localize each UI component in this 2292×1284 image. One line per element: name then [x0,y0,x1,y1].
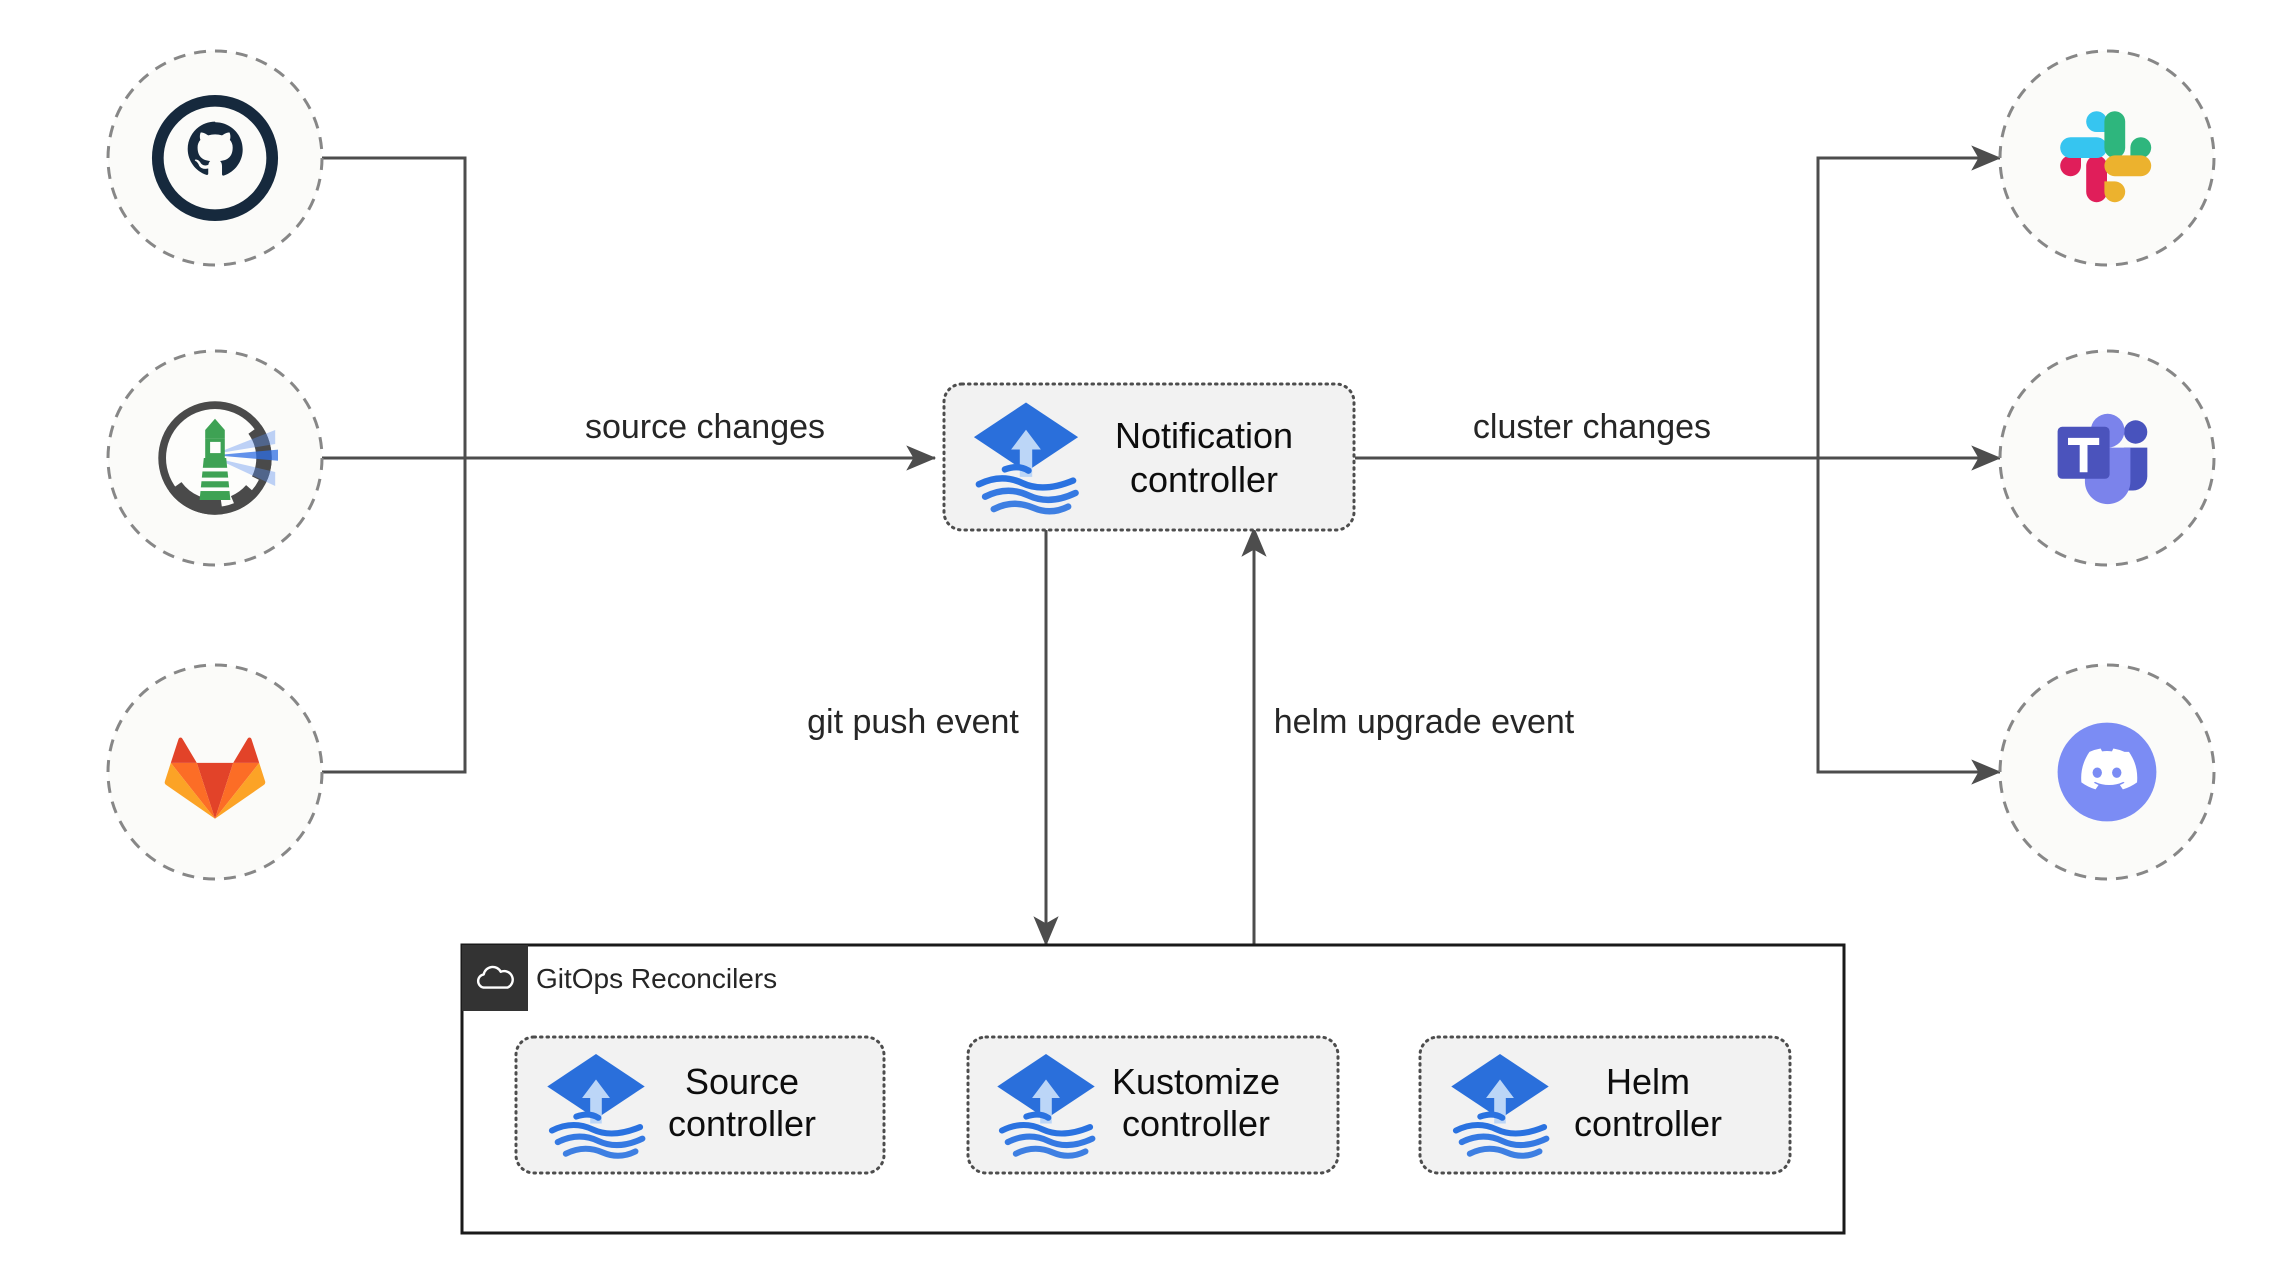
edge-to-discord [1816,458,2002,785]
source-controller-label-line2: controller [668,1103,816,1144]
helm-controller-label-line2: controller [1574,1103,1722,1144]
destination-node-teams[interactable] [1998,349,2216,567]
edge-label-cluster-changes: cluster changes [1473,408,1711,446]
notification-controller-node[interactable]: Notification controller [942,382,1356,532]
edge-to-slack [1816,145,2002,458]
kustomize-controller-node[interactable]: Kustomize controller [966,1035,1340,1175]
destination-node-slack[interactable] [1998,49,2216,267]
kustomize-controller-label-line1: Kustomize [1112,1061,1280,1102]
destination-node-discord[interactable] [1998,663,2216,881]
edge-gitlab-trunk [322,458,467,774]
helm-controller-node[interactable]: Helm controller [1418,1035,1792,1175]
source-node-gitlab[interactable] [106,663,324,881]
source-controller-label-line1: Source [685,1061,799,1102]
edge-label-source-changes: source changes [585,408,825,446]
source-controller-node[interactable]: Source controller [514,1035,886,1175]
helm-controller-label-line1: Helm [1606,1061,1690,1102]
notification-controller-label-line1: Notification [1115,415,1293,456]
discord-icon [2057,722,2157,822]
notification-controller-label-line2: controller [1130,459,1278,500]
edge-label-git-push-event: git push event [807,703,1019,741]
sources-group [106,49,324,881]
edge-github-trunk [322,156,467,458]
gitops-reconcilers-group: GitOps Reconcilers Source controller Kus… [460,943,1846,1235]
source-node-github[interactable] [106,49,324,267]
gitops-reconcilers-title: GitOps Reconcilers [536,963,777,994]
edge-label-helm-upgrade-event: helm upgrade event [1274,703,1575,741]
group-badge [462,945,528,1011]
kustomize-controller-label-line2: controller [1122,1103,1270,1144]
source-node-flux[interactable] [106,349,324,567]
destinations-group [1998,49,2216,881]
